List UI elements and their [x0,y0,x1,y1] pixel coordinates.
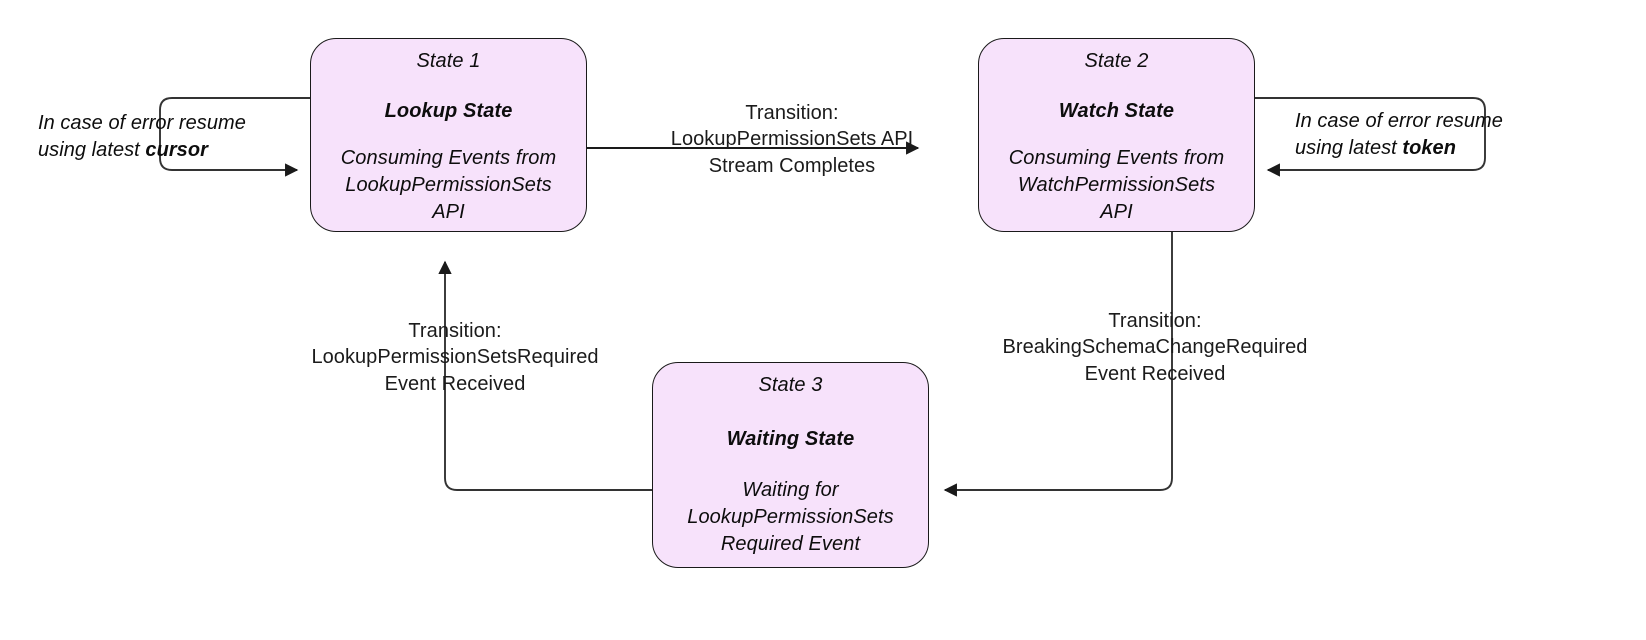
transition-label-state1-to-state2: Transition: LookupPermissionSets API Str… [670,102,914,177]
state-3-description: Waiting for LookupPermissionSets Require… [687,479,894,555]
state-node-watch-state[interactable]: State 2 Watch State Consuming Events fro… [978,38,1255,232]
state-2-index-label: State 2 [1084,50,1149,72]
self-loop-label-state1-line2-prefix: using latest [38,139,146,161]
self-loop-label-state1-emphasis: cursor [145,139,208,161]
transition-label-state2-to-state3: Transition: BreakingSchemaChangeRequired… [1002,310,1308,385]
state-2-title: Watch State [1058,100,1175,122]
state-node-lookup-state[interactable]: State 1 Lookup State Consuming Events fr… [310,38,587,232]
self-loop-label-state2-line2: using latest token [1295,135,1545,162]
self-loop-label-state2-emphasis: token [1402,137,1456,159]
state-1-index-label: State 1 [416,50,481,72]
state-3-index-label: State 3 [758,374,823,396]
state-3-title: Waiting State [726,428,855,450]
state-1-title: Lookup State [384,100,513,122]
state-node-waiting-state[interactable]: State 3 Waiting State Waiting for Lookup… [652,362,929,568]
transition-label-state3-to-state1: Transition: LookupPermissionSetsRequired… [311,320,599,395]
state-2-description: Consuming Events from WatchPermissionSet… [1008,147,1225,223]
self-loop-label-state2-line2-prefix: using latest [1295,137,1403,159]
self-loop-label-state1-line1: In case of error resume [38,112,246,134]
self-loop-label-state1-line2: using latest cursor [38,137,288,164]
self-loop-label-state2: In case of error resume using latest tok… [1295,108,1545,162]
self-loop-label-state2-line1: In case of error resume [1295,110,1503,132]
self-loop-label-state1: In case of error resume using latest cur… [38,110,288,164]
state-1-description: Consuming Events from LookupPermissionSe… [340,147,557,223]
